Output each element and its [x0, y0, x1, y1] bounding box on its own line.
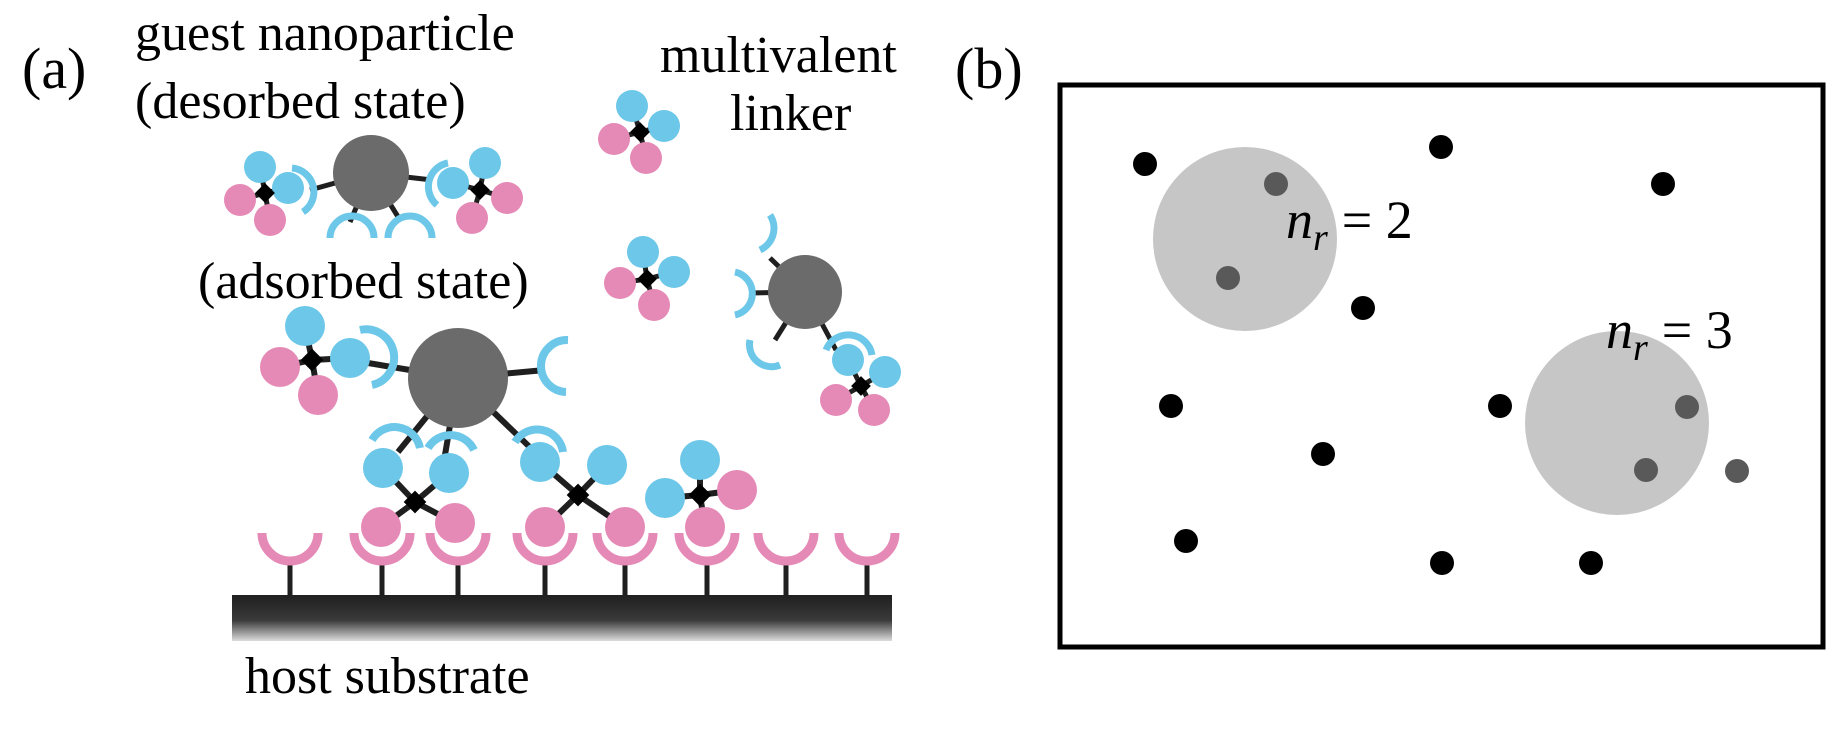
- desorbed-nanoparticle-top: [333, 135, 409, 211]
- panel-b-label: (b): [955, 36, 1023, 101]
- particles-outside: [1133, 135, 1675, 575]
- host-substrate-label: host substrate: [245, 648, 530, 705]
- region-1-count-label: nr= 2: [1286, 190, 1413, 259]
- particle-bound-linker-right: [820, 344, 901, 426]
- region-2-count-label: nr= 3: [1606, 300, 1733, 369]
- adsorbed-state-label: (adsorbed state): [198, 253, 529, 310]
- guest-nanoparticle-label: guest nanoparticle: [135, 5, 515, 62]
- substrate-receptor-cups: [257, 532, 900, 566]
- particle-bound-linker-top-right: [437, 147, 523, 234]
- multivalent-label: multivalent: [660, 27, 897, 84]
- desorbed-particle-right: [734, 213, 876, 371]
- panel-a-label: (a): [22, 36, 86, 101]
- free-linker-middle: [604, 236, 690, 321]
- panel-a: (a) guest nanoparticle (desorbed state) …: [22, 5, 901, 705]
- particle-bound-linker-left: [260, 306, 370, 415]
- linker-label: linker: [730, 85, 851, 142]
- counting-region-1: [1153, 147, 1337, 331]
- desorbed-state-label: (desorbed state): [135, 73, 466, 130]
- substrate-receptor-stems: [287, 560, 870, 596]
- desorbed-particle-top: [291, 135, 449, 239]
- host-substrate: [232, 595, 892, 641]
- bridging-linker-1: [361, 448, 475, 547]
- substrate-bound-linker: [645, 440, 757, 547]
- desorbed-nanoparticle-right: [768, 255, 842, 329]
- adsorbed-particle-receptors: [359, 325, 569, 453]
- bridging-linker-2: [520, 442, 645, 547]
- counting-region-2: [1525, 331, 1709, 515]
- particles-inside: [1216, 172, 1749, 483]
- adsorbed-nanoparticle: [408, 328, 508, 428]
- panel-b: (b) nr= 2 nr= 3: [955, 36, 1826, 650]
- particle-bound-linker-top-left: [224, 151, 304, 236]
- free-linker-top: [598, 90, 680, 174]
